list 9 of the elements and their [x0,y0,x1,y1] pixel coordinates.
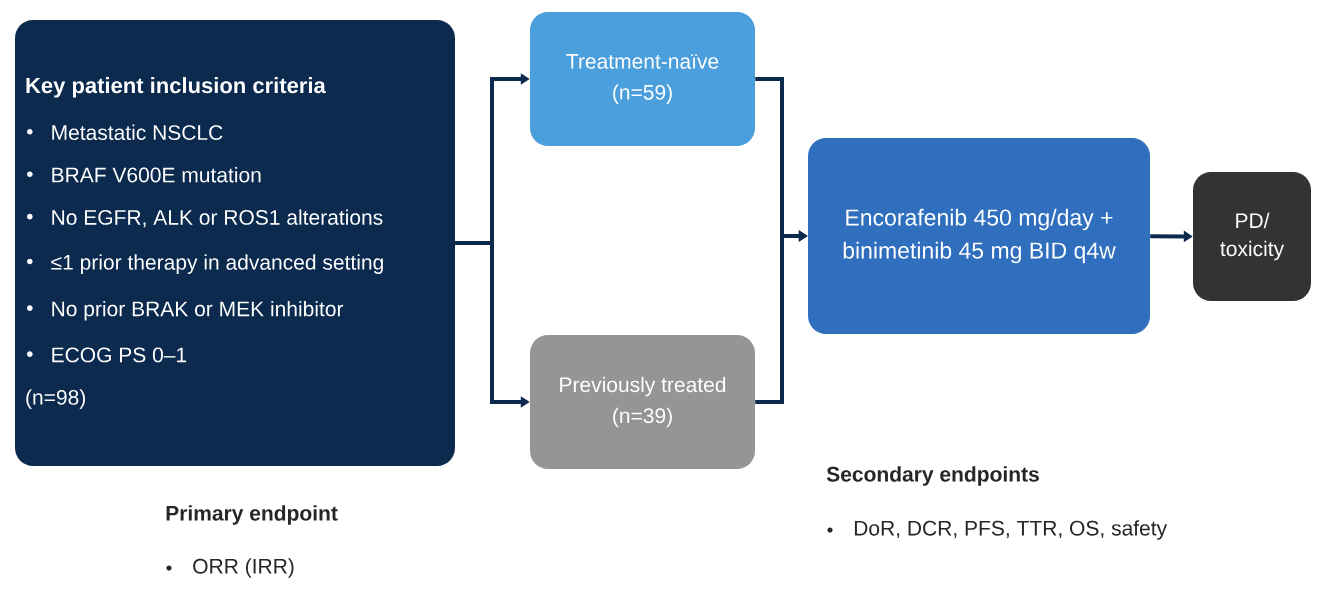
section-heading: Primary endpoint [166,505,338,525]
arm-box: Treatment-naïve (n=59) [530,12,755,146]
arm-box: Previously treated (n=39) [530,335,755,469]
treatment-box: Encorafenib 450 mg/day + binimetinib 45 mg BID q4w [808,138,1150,334]
list-item: ORR (IRR) [193,558,294,578]
section-heading: Secondary endpoints [826,466,1039,486]
list-item: DoR, DCR, PFS, TTR, OS, safety [854,520,1168,540]
outcome-box: PD/ toxicity [1193,172,1311,301]
criteria-box: Key patient inclusion criteria Metastatic NSCLC BRAF V600E mutation No EGFR, ALK or ROS1 alterations ≤1 prior therapy in advanced setting No prior BRAK or MEK inhibitor ECOG PS 0–1 (n=98) [15,20,455,466]
